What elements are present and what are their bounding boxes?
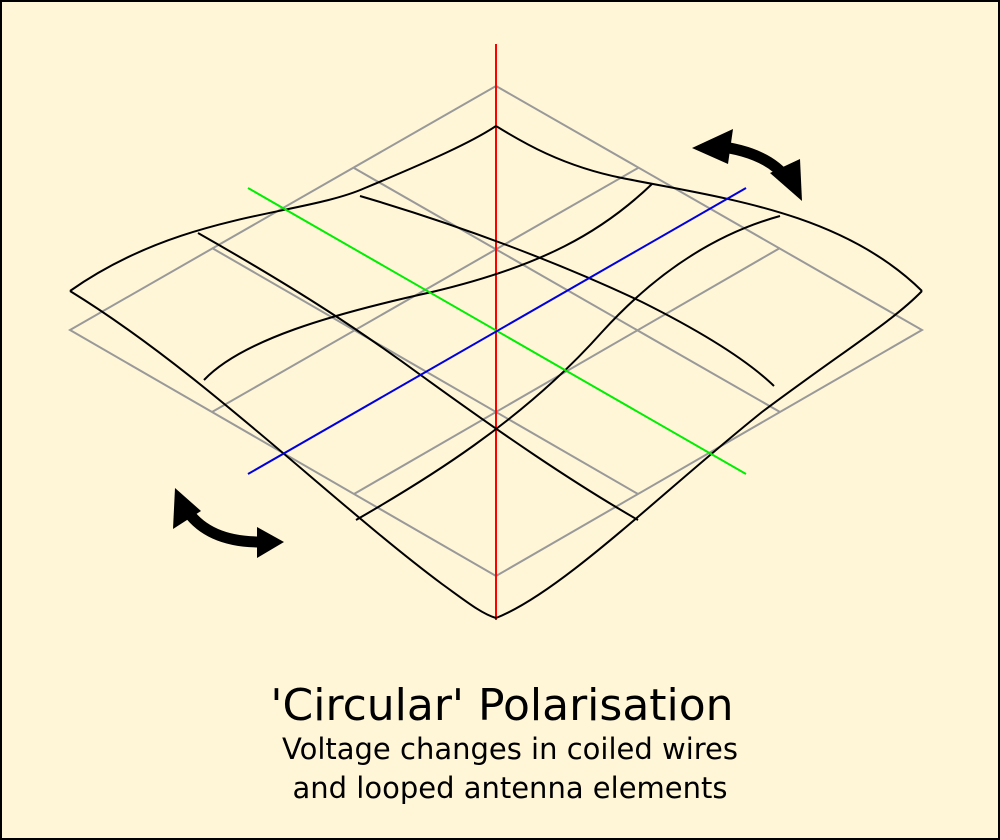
- surface-edge: [495, 290, 923, 619]
- surface-edge: [69, 125, 497, 292]
- diagram-subtitle-line-2: and looped antenna elements: [292, 771, 728, 805]
- flat-grid-line: [211, 247, 639, 495]
- diagram-title: 'Circular' Polarisation: [270, 680, 734, 731]
- surface-edge: [495, 125, 923, 292]
- curved-double-arrow-icon: [692, 129, 802, 201]
- wave-surface: [69, 125, 923, 619]
- surface-line: [359, 195, 775, 387]
- surface-line: [203, 183, 653, 381]
- curved-double-arrow-icon: [173, 488, 284, 558]
- horizontal-axis-blue: [247, 187, 747, 475]
- surface-edge: [69, 290, 497, 619]
- diagram-subtitle-line-1: Voltage changes in coiled wires: [282, 732, 738, 766]
- surface-line: [197, 232, 639, 521]
- surface-line: [355, 215, 781, 521]
